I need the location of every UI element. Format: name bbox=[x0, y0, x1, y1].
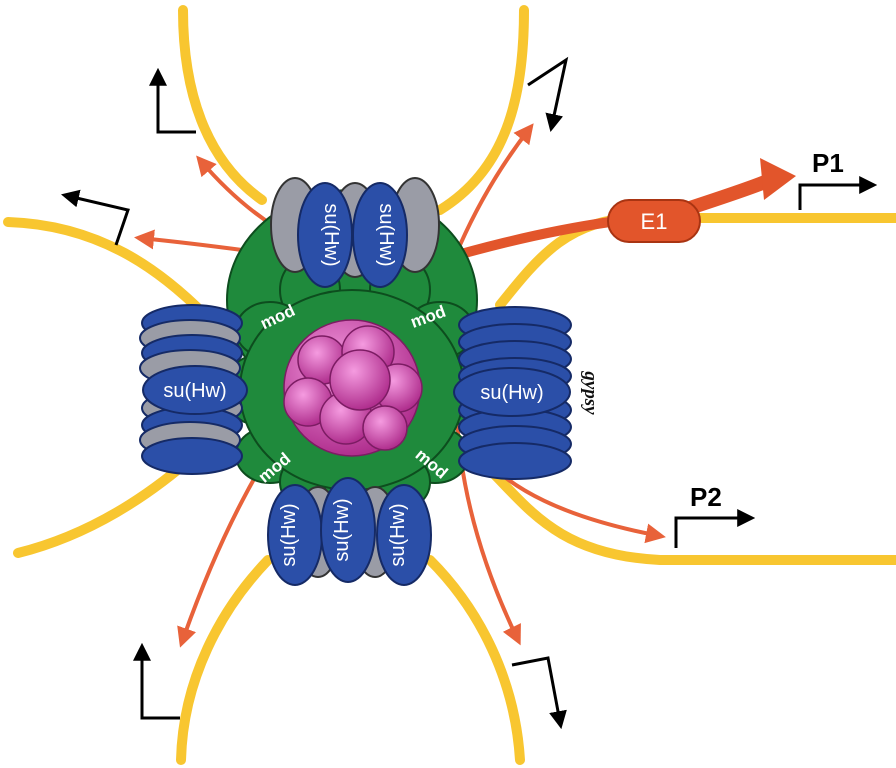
fiber-top-right bbox=[440, 10, 524, 210]
suhw-complex-top: su(Hw) su(Hw) bbox=[271, 178, 439, 287]
bent-arrow-icon bbox=[142, 650, 180, 718]
bent-arrow-icon bbox=[676, 518, 748, 548]
promoter-p1-label: P1 bbox=[812, 148, 844, 178]
core-complex bbox=[284, 320, 422, 456]
svg-text:su(Hw): su(Hw) bbox=[387, 503, 409, 566]
fiber-bottom-right bbox=[430, 560, 520, 760]
svg-text:su(Hw): su(Hw) bbox=[320, 203, 342, 266]
suhw-complex-bottom: su(Hw) su(Hw) su(Hw) bbox=[268, 478, 431, 585]
fiber-top-left bbox=[183, 10, 262, 200]
enhancer-flow-out bbox=[690, 182, 765, 208]
svg-text:su(Hw): su(Hw) bbox=[331, 498, 353, 561]
svg-text:su(Hw): su(Hw) bbox=[163, 380, 226, 402]
svg-text:su(Hw): su(Hw) bbox=[480, 382, 543, 404]
arrow-icon bbox=[760, 158, 796, 200]
promoter-p2-label: P2 bbox=[690, 482, 722, 512]
svg-text:su(Hw): su(Hw) bbox=[375, 203, 397, 266]
bent-arrow-icon bbox=[512, 658, 560, 722]
gypsy-label: gypsy bbox=[580, 370, 601, 415]
bent-arrow-icon bbox=[528, 60, 566, 125]
fiber-bottom-left bbox=[181, 560, 268, 760]
enhancer-label: E1 bbox=[641, 209, 668, 234]
enhancer-e1: E1 bbox=[608, 200, 700, 242]
suhw-complex-right: su(Hw) bbox=[454, 307, 571, 479]
svg-text:su(Hw): su(Hw) bbox=[278, 503, 300, 566]
fiber-left-upper bbox=[8, 222, 205, 315]
suhw-complex-left: su(Hw) bbox=[140, 305, 247, 474]
bent-arrow-icon bbox=[800, 185, 870, 210]
